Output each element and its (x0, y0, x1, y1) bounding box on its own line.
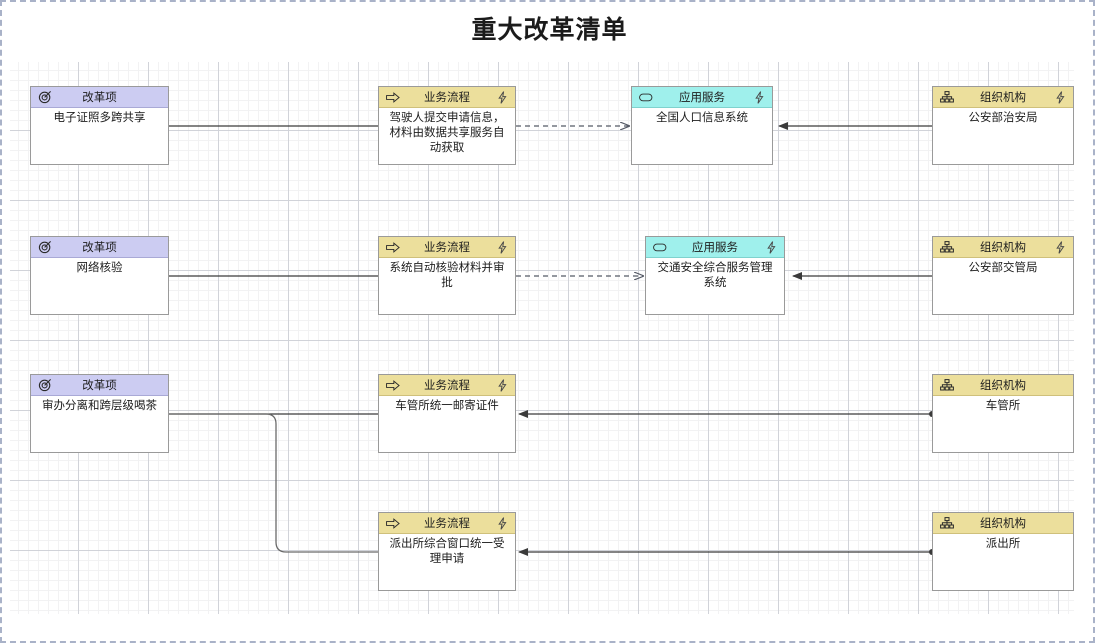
node-header: 改革项 (31, 237, 168, 258)
node-type-label: 业务流程 (424, 92, 470, 104)
node-type-label: 改革项 (82, 380, 117, 392)
node-header: 业务流程 (379, 375, 515, 396)
node-org-3[interactable]: 组织机构 车管所 (932, 374, 1074, 453)
lightning-bolt-icon (497, 90, 508, 104)
lightning-bolt-icon (766, 240, 777, 254)
node-org-2[interactable]: 组织机构 公安部交管局 (932, 236, 1074, 315)
org-chart-icon (940, 516, 954, 530)
arrow-right-outline-icon (386, 240, 400, 254)
node-name: 派出所综合窗口统一受理申请 (389, 538, 505, 565)
node-reform-1[interactable]: 改革项 电子证照多跨共享 (30, 86, 169, 165)
node-process-4[interactable]: 业务流程 派出所综合窗口统一受理申请 (378, 512, 516, 591)
arrow-right-outline-icon (386, 90, 400, 104)
grid-canvas (10, 62, 1074, 614)
node-type-label: 业务流程 (424, 380, 470, 392)
lightning-bolt-icon (1055, 90, 1066, 104)
node-process-2[interactable]: 业务流程 系统自动核验材料并审批 (378, 236, 516, 315)
org-chart-icon (940, 240, 954, 254)
arrow-right-outline-icon (386, 378, 400, 392)
node-name: 网络核验 (76, 262, 123, 274)
node-name: 公安部交管局 (968, 262, 1038, 274)
node-appservice-2[interactable]: 应用服务 交通安全综合服务管理系统 (645, 236, 785, 315)
connector-reform3-process4 (169, 413, 378, 553)
arrow-right-outline-icon (386, 516, 400, 530)
lightning-bolt-icon (754, 90, 765, 104)
node-type-label: 应用服务 (692, 242, 738, 254)
node-type-label: 业务流程 (424, 518, 470, 530)
node-name: 派出所 (985, 538, 1021, 550)
node-reform-3[interactable]: 改革项 审办分离和跨层级喝茶 (30, 374, 169, 453)
node-type-label: 组织机构 (980, 92, 1026, 104)
node-reform-2[interactable]: 改革项 网络核验 (30, 236, 169, 315)
target-icon (38, 378, 52, 392)
node-header: 组织机构 (933, 375, 1073, 396)
node-type-label: 组织机构 (980, 518, 1026, 530)
node-header: 应用服务 (646, 237, 784, 258)
node-name: 审办分离和跨层级喝茶 (42, 400, 157, 412)
node-header: 改革项 (31, 375, 168, 396)
node-name: 车管所 (985, 400, 1021, 412)
node-header: 应用服务 (632, 87, 772, 108)
rounded-rect-icon (653, 240, 667, 254)
org-chart-icon (940, 378, 954, 392)
node-header: 组织机构 (933, 237, 1073, 258)
node-header: 业务流程 (379, 513, 515, 534)
node-name: 车管所统一邮寄证件 (395, 400, 499, 412)
lightning-bolt-icon (1055, 240, 1066, 254)
org-chart-icon (940, 90, 954, 104)
node-name: 交通安全综合服务管理系统 (657, 262, 773, 289)
node-header: 业务流程 (379, 87, 515, 108)
node-org-4[interactable]: 组织机构 派出所 (932, 512, 1074, 591)
target-icon (38, 240, 52, 254)
node-header: 业务流程 (379, 237, 515, 258)
node-process-1[interactable]: 业务流程 驾驶人提交申请信息，材料由数据共享服务自动获取 (378, 86, 516, 165)
node-type-label: 改革项 (82, 242, 117, 254)
node-header: 组织机构 (933, 87, 1073, 108)
target-icon (38, 90, 52, 104)
node-org-1[interactable]: 组织机构 公安部治安局 (932, 86, 1074, 165)
node-type-label: 组织机构 (980, 242, 1026, 254)
node-header: 组织机构 (933, 513, 1073, 534)
node-type-label: 应用服务 (679, 92, 725, 104)
node-header: 改革项 (31, 87, 168, 108)
lightning-bolt-icon (497, 378, 508, 392)
node-name: 公安部治安局 (968, 112, 1038, 124)
lightning-bolt-icon (497, 516, 508, 530)
lightning-bolt-icon (497, 240, 508, 254)
node-name: 驾驶人提交申请信息，材料由数据共享服务自动获取 (389, 112, 505, 154)
node-process-3[interactable]: 业务流程 车管所统一邮寄证件 (378, 374, 516, 453)
node-type-label: 组织机构 (980, 380, 1026, 392)
node-name: 系统自动核验材料并审批 (389, 262, 505, 289)
rounded-rect-icon (639, 90, 653, 104)
node-type-label: 改革项 (82, 92, 117, 104)
node-name: 电子证照多跨共享 (53, 112, 146, 124)
node-appservice-1[interactable]: 应用服务 全国人口信息系统 (631, 86, 773, 165)
node-type-label: 业务流程 (424, 242, 470, 254)
node-name: 全国人口信息系统 (656, 112, 748, 124)
page-title: 重大改革清单 (471, 16, 628, 44)
